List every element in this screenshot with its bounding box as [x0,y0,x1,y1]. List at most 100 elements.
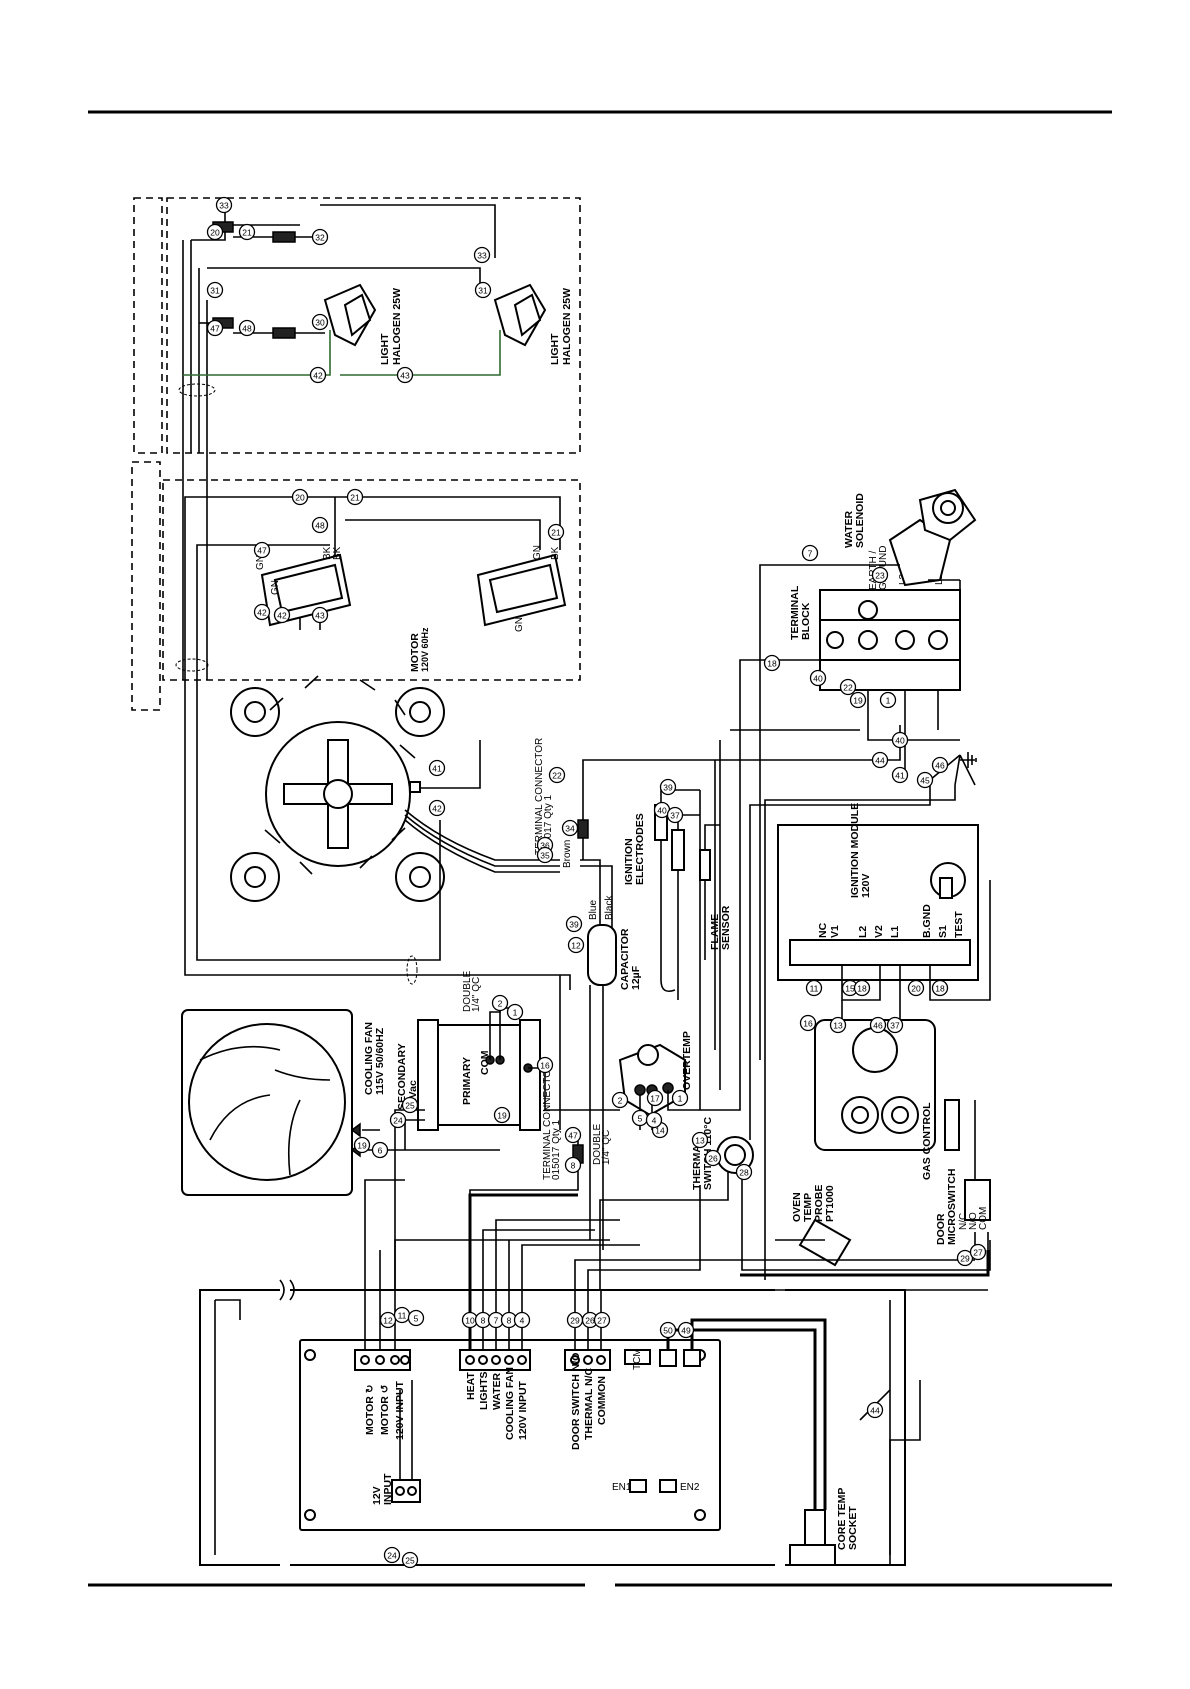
wire-number-12: 12 [567,936,585,954]
wire-number-bubble [646,1089,664,1107]
black-wire-label: Black [604,895,615,920]
wire-number-text: 8 [481,1316,486,1326]
ignition-terminal-l2: L2 [857,926,869,938]
halogen-lamp-2 [493,283,547,347]
wire-number-24: 24 [383,1546,401,1564]
wire-tag-bk-1: BK [322,546,333,560]
wire-number-bubble [671,1089,689,1107]
wire-number-43: 43 [311,606,329,624]
wire-number-text: 43 [400,371,410,381]
wire-number-text: 31 [478,286,488,296]
board-motor-cw: MOTOR ↻ [364,1384,376,1435]
wire-number-text: 5 [414,1314,419,1324]
ignition-terminal-l1: L1 [889,926,901,938]
wire-number-text: 13 [695,1136,705,1146]
wire-number-12: 12 [379,1311,397,1329]
wire-number-21: 21 [346,488,364,506]
board-tag-tcm: TCM [632,1348,643,1370]
wire-number-bubble [801,544,819,562]
wire-number-text: 24 [393,1116,403,1126]
wire-number-text: 22 [552,771,562,781]
wire-number-18: 18 [853,979,871,997]
wire-number-text: 48 [242,324,252,334]
cooling-fan: COOLING FAN 115V 50/60HZ [181,1009,500,1196]
wire-number-28: 28 [735,1163,753,1181]
wire-number-text: 18 [935,984,945,994]
board-120v-input: 120V INPUT [517,1380,529,1440]
wire-number-42: 42 [253,603,271,621]
wire-number-bubble [799,1014,817,1032]
board-water: WATER [491,1372,503,1410]
wire-number-47: 47 [564,1126,582,1144]
wire-number-text: 39 [663,783,673,793]
wire-number-text: 44 [870,1406,880,1416]
wire-number-8: 8 [500,1311,518,1329]
wire-number-19: 19 [353,1136,371,1154]
lights-section: LIGHT HALOGEN 25W LIGHT HALOGEN 25W [133,197,581,454]
oven-temp-probe: OVEN TEMP PROBE PT1000 [775,1185,852,1267]
wire-number-32: 32 [311,228,329,246]
wire-number-text: 35 [540,851,550,861]
wire-number-bubble [931,979,949,997]
wire-number-bubble [809,669,827,687]
wire-number-25: 25 [401,1096,419,1114]
wire-number-bubble [805,979,823,997]
wire-number-text: 39 [569,920,579,930]
wire-number-text: 21 [350,493,360,503]
wire-number-bubble [474,281,492,299]
wire-number-bubble [473,246,491,264]
wire-number-bubble [401,1551,419,1569]
wire-number-bubble [869,1016,887,1034]
wire-number-text: 34 [565,824,575,834]
wire-number-bubble [311,228,329,246]
wire-number-49: 49 [677,1321,695,1339]
wire-number-text: 1 [678,1094,683,1104]
wire-number-bubble [536,846,554,864]
wire-number-41: 41 [891,766,909,784]
wire-number-bubble [704,1149,722,1167]
wire-number-bubble [206,281,224,299]
wire-number-bubble [547,523,565,541]
wire-number-text: 22 [843,683,853,693]
wire-number-text: 2 [498,999,503,1009]
wire-number-text: 28 [739,1168,749,1178]
wire-number-13: 13 [829,1016,847,1034]
wire-number-text: 29 [960,1254,970,1264]
wire-number-text: 41 [895,771,905,781]
wire-number-bubble [645,1111,663,1129]
blue-wire-label: Blue [588,900,599,920]
core-temp-socket-label: CORE TEMP SOCKET [836,1485,859,1550]
cooling-fan-label: COOLING FAN 115V 50/60HZ [363,1019,386,1095]
board-12v-input: 12V INPUT [371,1473,394,1505]
wire-number-text: 11 [398,1311,407,1321]
ignition-module: IGNITION MODULE 120V NC V1 L2 V2 L1 B.GN… [777,803,991,1010]
wire-tag-bk-3: BK [550,546,561,560]
microswitch-contact-com: COM [978,1207,989,1230]
wire-number-bubble [407,1309,425,1327]
wire-number-bubble [253,603,271,621]
wire-number-text: 40 [657,806,667,816]
wire-number-text: 7 [494,1316,499,1326]
wire-number-bubble [866,1401,884,1419]
wire-number-25: 25 [401,1551,419,1569]
wire-number-31: 31 [206,281,224,299]
wire-number-37: 37 [666,806,684,824]
control-board: MOTOR ↻ MOTOR ↺ 120V INPUT HEAT LIGHTS W… [199,1179,988,1580]
capacitor-label: CAPACITOR 12µF [619,926,642,990]
wire-number-23: 23 [871,566,889,584]
motor-connector-2 [476,553,567,627]
wire-number-bubble [691,1131,709,1149]
wire-number-bubble [969,1243,987,1261]
wire-number-34: 34 [561,819,579,837]
wire-number-42: 42 [428,799,446,817]
wire-number-bubble [513,1311,531,1329]
wire-number-24: 24 [389,1111,407,1129]
door-microswitch: DOOR MICROSWITCH N/C N/O COM [740,1099,991,1277]
ignition-terminal-test: TEST [953,911,965,938]
wire-number-46: 46 [869,1016,887,1034]
board-common: COMMON [596,1376,608,1425]
wire-number-18: 18 [763,654,781,672]
wire-number-text: 23 [875,571,885,581]
